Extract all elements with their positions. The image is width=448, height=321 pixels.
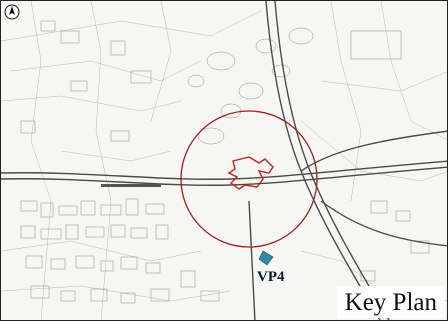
viewpoint-marker-icon [258, 250, 274, 266]
viewpoint-label: VP4 [257, 269, 285, 285]
key-plan-label: Key Plan [336, 286, 445, 318]
north-arrow-icon [4, 4, 20, 20]
rail-platform [101, 184, 161, 187]
site-outline [227, 156, 274, 190]
radius-circle [180, 110, 318, 248]
